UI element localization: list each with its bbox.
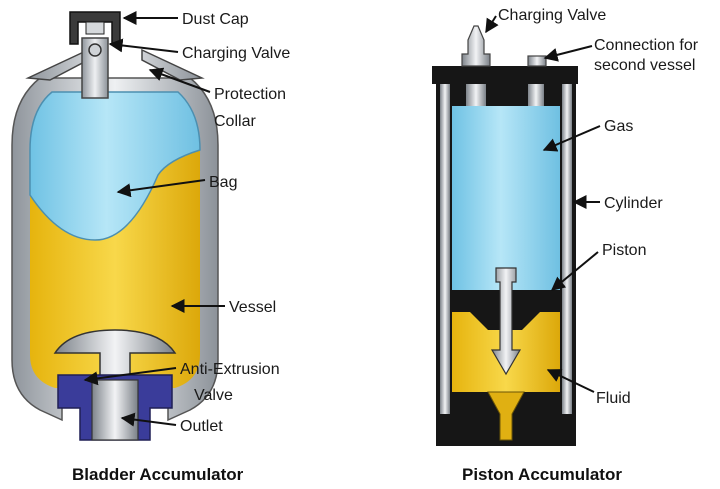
cylinder-wall-right [562, 84, 572, 414]
cylinder-wall-left [440, 84, 450, 414]
leader-piston [550, 251, 599, 291]
gas-chamber [452, 106, 560, 290]
top-charging-valve [461, 25, 491, 67]
connection-port [527, 55, 547, 67]
bladder-accumulator [11, 11, 219, 441]
leader-connection [543, 45, 593, 62]
piston-accumulator [432, 25, 578, 446]
leader-bag [116, 179, 206, 198]
caption-bladder: Bladder Accumulator [72, 465, 244, 484]
piston-rod [490, 267, 522, 376]
charging-valve-stem [81, 37, 109, 99]
label-protection-collar-1: Protection [214, 86, 286, 103]
outlet-port [91, 379, 139, 441]
label-connection-2: second vessel [594, 57, 695, 74]
leader-piston-charging-valve [485, 15, 499, 34]
fluid [30, 150, 200, 388]
leader-outlet [120, 412, 177, 427]
bottom-outlet [487, 391, 525, 441]
bag-gas [30, 92, 200, 240]
label-vessel: Vessel [229, 299, 276, 316]
label-anti-extrusion-1: Anti-Extrusion [180, 361, 280, 378]
protection-collar [25, 48, 205, 81]
top-cap [432, 66, 578, 84]
label-piston: Piston [602, 242, 646, 259]
label-connection-1: Connection for [594, 37, 699, 54]
leader-charging-valve [108, 38, 179, 53]
bladder-labels: Dust Cap Charging Valve Protection Colla… [72, 11, 290, 484]
valve-channel [466, 84, 486, 106]
leader-gas [542, 125, 601, 152]
label-fluid: Fluid [596, 390, 631, 407]
label-cylinder: Cylinder [604, 195, 663, 212]
bag-outline [29, 91, 201, 241]
label-anti-extrusion-2: Valve [194, 387, 233, 404]
piston-labels: Charging Valve Connection for second ves… [462, 7, 699, 484]
leader-anti-extrusion [83, 367, 177, 386]
charging-valve-ball [88, 43, 102, 57]
anti-extrusion-valve [53, 329, 177, 393]
leader-fluid [546, 369, 595, 393]
dust-cap-grip [85, 21, 105, 35]
label-piston-charging-valve: Charging Valve [498, 7, 606, 24]
leader-protection-collar [148, 67, 211, 93]
label-charging-valve: Charging Valve [182, 45, 290, 62]
connection-channel [528, 84, 544, 106]
dust-cap [69, 11, 121, 45]
label-protection-collar-2: Collar [214, 113, 256, 130]
label-dust-cap: Dust Cap [182, 11, 249, 28]
caption-piston: Piston Accumulator [462, 465, 622, 484]
label-gas: Gas [604, 118, 633, 135]
label-bag: Bag [209, 174, 237, 191]
label-outlet: Outlet [180, 418, 223, 435]
